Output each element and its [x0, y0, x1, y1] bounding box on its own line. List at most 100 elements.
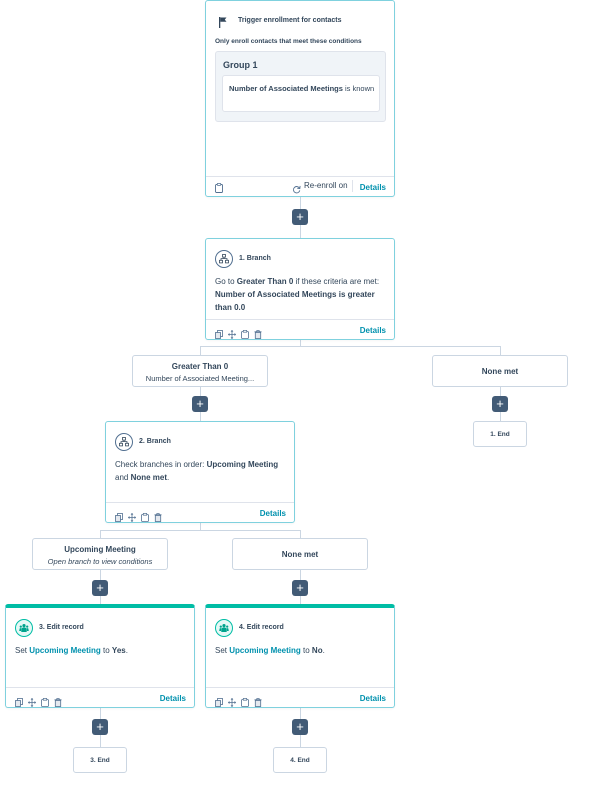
- clipboard-icon[interactable]: [241, 326, 249, 339]
- trigger-footer: Re-enroll on Details: [206, 176, 394, 196]
- edit-record-4-details-link[interactable]: Details: [359, 694, 386, 703]
- edit-record-4-description: Set Upcoming Meeting to No.: [215, 645, 387, 657]
- edit-record-4-card[interactable]: 4. Edit record Set Upcoming Meeting to N…: [205, 604, 395, 708]
- branch-1-description: Go to Greater Than 0 if these criteria a…: [215, 275, 387, 314]
- branch-option-subtitle: Open branch to view conditions: [47, 557, 153, 566]
- end-4[interactable]: 4. End: [273, 747, 327, 773]
- add-action-button[interactable]: +: [292, 209, 308, 225]
- edit-record-3-details-link[interactable]: Details: [159, 694, 186, 703]
- move-icon[interactable]: [27, 694, 37, 708]
- trigger-subtitle: Only enroll contacts that meet these con…: [215, 38, 362, 45]
- connector: [299, 340, 301, 346]
- branch-option-greater-than-0[interactable]: Greater Than 0 Number of Associated Meet…: [132, 355, 268, 387]
- branch-1-footer: Details: [206, 319, 394, 340]
- property-value: Yes: [111, 646, 126, 655]
- condition-operator: is known: [342, 84, 375, 93]
- edit-record-3-description: Set Upcoming Meeting to Yes.: [15, 645, 187, 657]
- footer-divider: [352, 180, 353, 192]
- branch-target: Greater Than 0: [236, 277, 294, 286]
- trash-icon[interactable]: [254, 694, 262, 707]
- branch-option-subtitle: Number of Associated Meeting...: [145, 374, 255, 383]
- branch-option-none-met[interactable]: None met: [432, 355, 568, 387]
- trigger-details-link[interactable]: Details: [359, 183, 386, 192]
- connector: [199, 346, 501, 347]
- footer-icons: [115, 509, 162, 523]
- branch-2-card[interactable]: 2. Branch Check branches in order: Upcom…: [105, 421, 295, 523]
- connector: [199, 346, 201, 356]
- edit-record-4-title: 4. Edit record: [239, 624, 284, 631]
- property-value: No: [311, 646, 323, 655]
- add-action-button[interactable]: +: [292, 719, 308, 735]
- copy-icon[interactable]: [15, 694, 23, 707]
- move-icon[interactable]: [227, 326, 237, 340]
- branch-criteria: Number of Associated Meetings is greater…: [215, 290, 375, 312]
- add-action-button[interactable]: +: [92, 580, 108, 596]
- trash-icon[interactable]: [154, 509, 162, 522]
- connector: [299, 530, 301, 539]
- branch-1-details-link[interactable]: Details: [359, 326, 386, 335]
- clipboard-icon[interactable]: [215, 180, 223, 193]
- add-action-button[interactable]: +: [92, 719, 108, 735]
- branch-2-footer: Details: [106, 502, 294, 523]
- group-title: Group 1: [223, 60, 258, 70]
- add-action-button[interactable]: +: [192, 396, 208, 412]
- end-1[interactable]: 1. End: [473, 421, 527, 447]
- edit-record-4-footer: Details: [206, 687, 394, 708]
- branch-name: None met: [130, 473, 168, 482]
- move-icon[interactable]: [127, 509, 137, 523]
- text: and: [115, 473, 131, 482]
- text: .: [125, 646, 128, 655]
- property-link[interactable]: Upcoming Meeting: [29, 646, 101, 655]
- trigger-title: Trigger enrollment for contacts: [238, 17, 342, 24]
- connector: [199, 523, 201, 530]
- text: to: [100, 646, 112, 655]
- branch-1-title: 1. Branch: [239, 255, 271, 262]
- copy-icon[interactable]: [215, 694, 223, 707]
- reenroll-label[interactable]: Re-enroll on: [304, 181, 348, 190]
- branch-2-description: Check branches in order: Upcoming Meetin…: [115, 458, 287, 484]
- clipboard-icon[interactable]: [41, 694, 49, 707]
- connector: [99, 530, 301, 531]
- clipboard-icon[interactable]: [241, 694, 249, 707]
- add-action-button[interactable]: +: [492, 396, 508, 412]
- branch-option-title: Greater Than 0: [171, 362, 229, 371]
- trigger-card[interactable]: Trigger enrollment for contacts Only enr…: [205, 0, 395, 197]
- branch-1-card[interactable]: 1. Branch Go to Greater Than 0 if these …: [205, 238, 395, 340]
- branch-option-title: Upcoming Meeting: [64, 545, 136, 554]
- text: Set: [215, 646, 230, 655]
- condition-text: Number of Associated Meetings is known: [229, 83, 377, 94]
- text: if these criteria are met:: [293, 277, 380, 286]
- trash-icon[interactable]: [254, 326, 262, 339]
- edit-record-3-title: 3. Edit record: [39, 624, 84, 631]
- branch-option-title: None met: [281, 550, 319, 559]
- text: Set: [15, 646, 30, 655]
- branch-name: Upcoming Meeting: [206, 460, 279, 469]
- connector: [499, 346, 501, 356]
- end-3[interactable]: 3. End: [73, 747, 127, 773]
- add-action-button[interactable]: +: [292, 580, 308, 596]
- branch-2-details-link[interactable]: Details: [259, 509, 286, 518]
- connector: [99, 530, 101, 539]
- property-link[interactable]: Upcoming Meeting: [229, 646, 301, 655]
- flag-icon: [219, 15, 227, 28]
- copy-icon[interactable]: [215, 326, 223, 339]
- text: .: [322, 646, 325, 655]
- trash-icon[interactable]: [54, 694, 62, 707]
- group-container[interactable]: Group 1 Number of Associated Meetings is…: [215, 51, 386, 122]
- edit-record-icon: [215, 619, 233, 637]
- branch-option-none-met[interactable]: None met: [232, 538, 368, 570]
- text: .: [167, 473, 170, 482]
- edit-record-3-card[interactable]: 3. Edit record Set Upcoming Meeting to Y…: [5, 604, 195, 708]
- branch-option-upcoming-meeting[interactable]: Upcoming Meeting Open branch to view con…: [32, 538, 168, 570]
- refresh-icon: [292, 181, 301, 194]
- edit-record-3-footer: Details: [6, 687, 194, 708]
- text: Check branches in order:: [115, 460, 207, 469]
- copy-icon[interactable]: [115, 509, 123, 522]
- move-icon[interactable]: [227, 694, 237, 708]
- condition-box[interactable]: Number of Associated Meetings is known: [222, 75, 380, 112]
- edit-record-icon: [15, 619, 33, 637]
- branch-2-title: 2. Branch: [139, 438, 171, 445]
- text: to: [300, 646, 312, 655]
- clipboard-icon[interactable]: [141, 509, 149, 522]
- text: Go to: [215, 277, 237, 286]
